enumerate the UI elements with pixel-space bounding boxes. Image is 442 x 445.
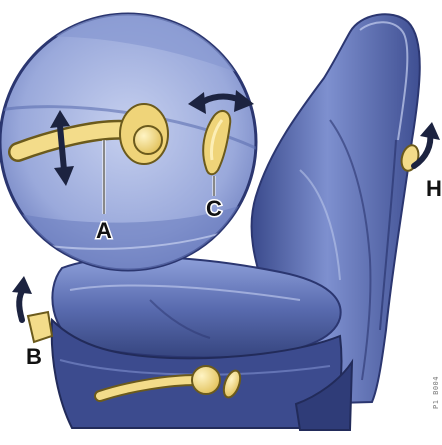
lever-b <box>12 276 52 342</box>
label-a: A <box>96 218 112 243</box>
label-c: C <box>206 196 222 221</box>
figure-code: P1 B004 <box>432 376 440 409</box>
label-b: B <box>26 344 42 369</box>
detail-magnifier <box>0 0 260 280</box>
label-h: H <box>426 176 442 201</box>
